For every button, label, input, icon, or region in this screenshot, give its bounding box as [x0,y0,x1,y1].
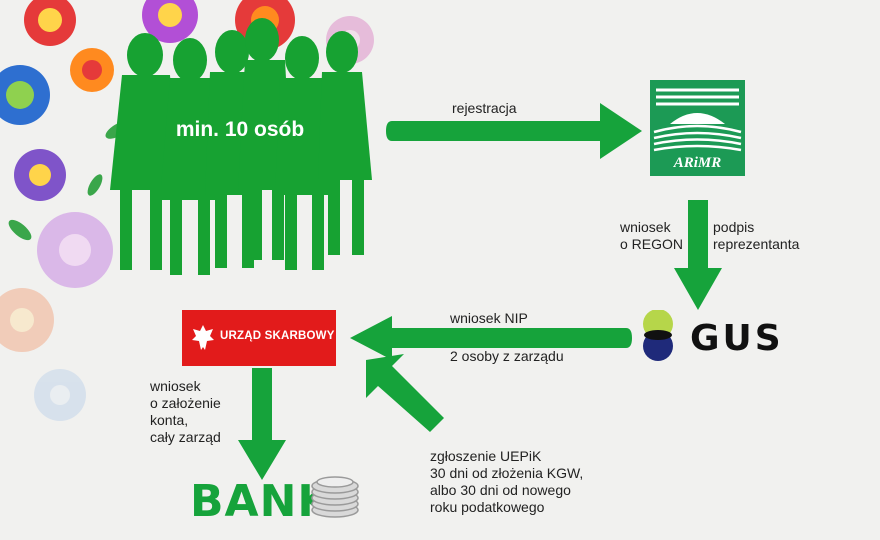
silhouette-group [110,18,372,275]
arimr-logo: ARiMR [650,80,745,176]
arrow-nip [350,316,632,360]
arimr-label: ARiMR [673,155,722,171]
coins-icon [311,476,359,518]
group-label: min. 10 osób [175,118,305,141]
eagle-emblem-icon [192,325,214,350]
arrow-uepik [366,354,444,432]
gus-logo-icon [643,310,673,361]
urzad-label: URZĄD SKARBOWY [220,330,335,342]
flower-6 [14,149,66,201]
arrow-rejestracja [386,103,642,159]
gus-label: GUS [690,318,784,359]
arrow-regon [674,200,722,310]
label-podpis-reprezentanta: podpis reprezentanta [713,219,800,252]
arrow-konto [238,368,286,480]
label-wniosek-regon: wniosek o REGON [620,219,684,252]
flower-8 [0,288,54,352]
label-wniosek-konto: wniosek o założenie konta, cały zarząd [150,378,221,445]
label-dwie-osoby: 2 osoby z zarządu [450,348,564,364]
urzad-skarbowy-logo: URZĄD SKARBOWY [182,310,336,366]
arimr-field-icon [653,88,742,152]
label-zgloszenie-uepik: zgłoszenie UEPiK 30 dni od złożenia KGW,… [430,448,584,515]
flower-9 [34,369,86,421]
flower-2 [0,65,50,125]
flower-7 [37,212,113,288]
flower-3 [70,48,114,92]
flower-1 [24,0,76,46]
label-wniosek-nip: wniosek NIP [450,310,528,326]
label-rejestracja: rejestracja [452,100,517,116]
flower-4 [142,0,198,43]
bank-label: BANK [190,476,333,527]
